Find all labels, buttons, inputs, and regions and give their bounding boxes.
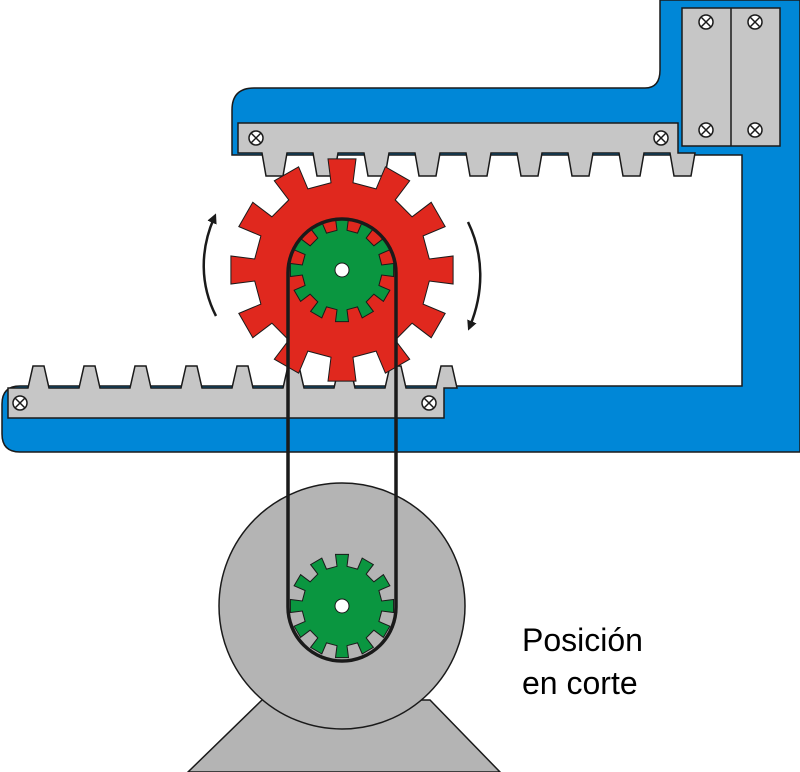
lower-axle-hole xyxy=(334,598,350,614)
bottom-rack xyxy=(7,365,458,419)
caption-line-2: en corte xyxy=(522,665,638,701)
screw-icon xyxy=(421,395,437,411)
motor-base xyxy=(186,699,502,772)
top-clamp xyxy=(681,7,781,147)
caption-line-1: Posición xyxy=(522,622,643,658)
counterclockwise-arrow-icon xyxy=(202,213,218,317)
drive-belt xyxy=(286,217,398,663)
upper-axle-hole xyxy=(334,262,350,278)
blue-frame xyxy=(1,0,800,453)
screw-icon xyxy=(653,130,669,146)
screw-icon xyxy=(698,122,714,138)
screw-icon xyxy=(747,122,763,138)
screws xyxy=(12,14,763,411)
screw-icon xyxy=(12,395,28,411)
clockwise-arrow-icon xyxy=(466,221,482,331)
screw-icon xyxy=(747,14,763,30)
top-rack xyxy=(237,122,696,177)
screw-icon xyxy=(248,130,264,146)
screw-icon xyxy=(698,14,714,30)
